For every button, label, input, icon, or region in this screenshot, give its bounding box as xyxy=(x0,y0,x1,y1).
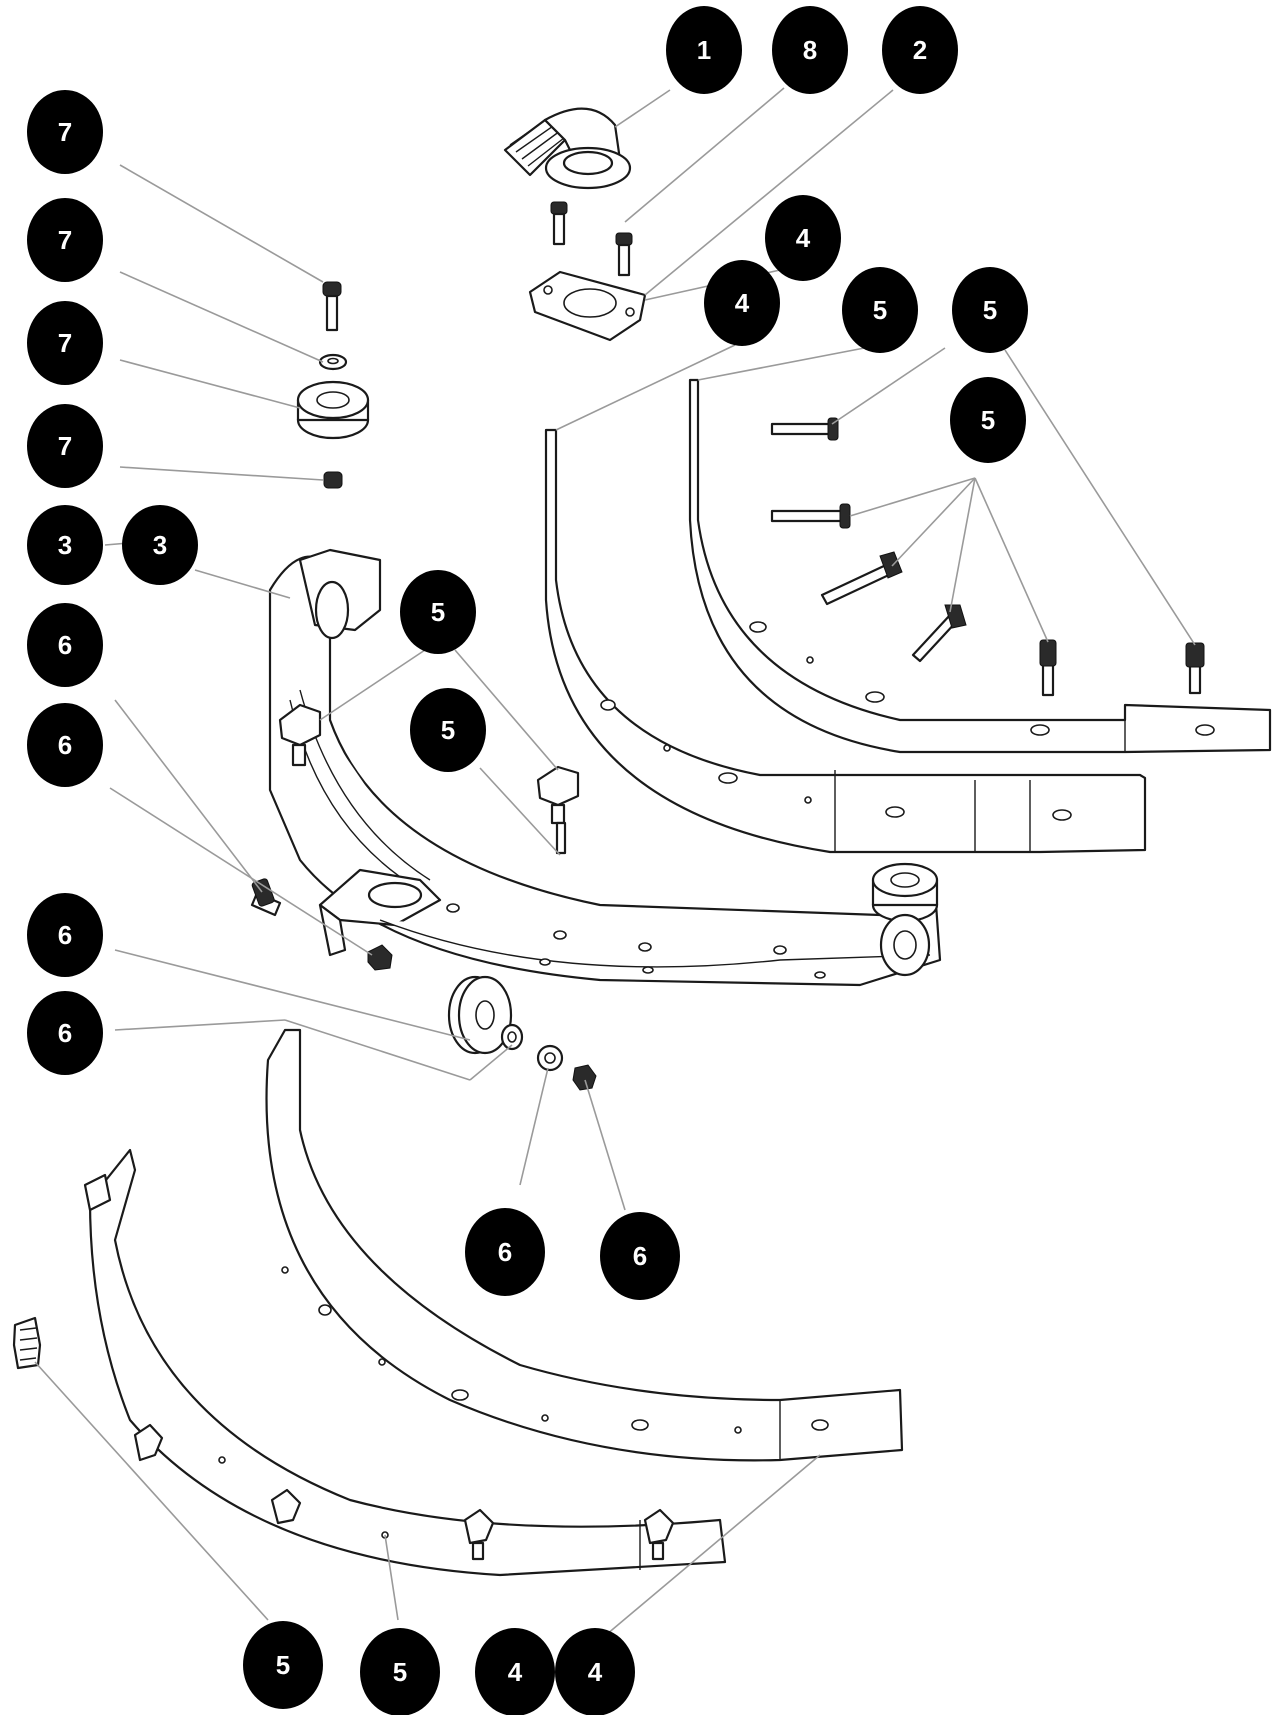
bolt-5-b xyxy=(770,503,851,529)
screw-8-b xyxy=(615,232,633,277)
squeegee-blade-lower-small xyxy=(83,1148,727,1577)
callout-5: 5 xyxy=(842,267,918,353)
svg-text:7: 7 xyxy=(58,431,72,461)
svg-text:6: 6 xyxy=(58,1018,72,1048)
callout-6: 6 xyxy=(600,1212,680,1300)
bolt-5-c xyxy=(820,551,903,606)
squeegee-blade-upper-right xyxy=(688,378,1272,754)
callout-bubbles: 1 8 2 7 7 7 7 4 4 5 5 5 3 3 5 5 6 6 6 6 … xyxy=(27,6,1028,1715)
leader-lines xyxy=(34,87,1196,1641)
svg-text:4: 4 xyxy=(508,1657,523,1687)
callout-6: 6 xyxy=(465,1208,545,1296)
main-frame xyxy=(268,548,942,987)
svg-text:2: 2 xyxy=(913,35,927,65)
bolt-5-a xyxy=(770,417,839,441)
bolt-5-f xyxy=(1185,642,1205,695)
svg-text:5: 5 xyxy=(431,597,445,627)
svg-text:7: 7 xyxy=(58,328,72,358)
callout-6: 6 xyxy=(27,893,103,977)
callout-4: 4 xyxy=(765,195,841,281)
callout-3: 3 xyxy=(122,505,198,585)
svg-text:8: 8 xyxy=(803,35,817,65)
callout-7: 7 xyxy=(27,404,103,488)
stack-7 xyxy=(296,281,370,489)
callout-2: 2 xyxy=(882,6,958,94)
svg-text:6: 6 xyxy=(58,630,72,660)
bolt-5-d xyxy=(911,604,967,663)
svg-text:5: 5 xyxy=(276,1650,290,1680)
callout-5: 5 xyxy=(360,1628,440,1715)
squeegee-blade-upper-middle xyxy=(544,428,1147,854)
callout-4: 4 xyxy=(704,260,780,346)
callout-5: 5 xyxy=(952,267,1028,353)
bolts-5-group xyxy=(770,417,1205,697)
callout-5: 5 xyxy=(400,570,476,654)
svg-text:6: 6 xyxy=(58,920,72,950)
svg-text:5: 5 xyxy=(873,295,887,325)
svg-text:1: 1 xyxy=(697,35,711,65)
svg-text:3: 3 xyxy=(153,530,167,560)
callout-4: 4 xyxy=(475,1628,555,1715)
callout-4: 4 xyxy=(555,1628,635,1715)
svg-text:5: 5 xyxy=(393,1657,407,1687)
svg-text:6: 6 xyxy=(58,730,72,760)
callout-7: 7 xyxy=(27,301,103,385)
callout-7: 7 xyxy=(27,198,103,282)
svg-text:7: 7 xyxy=(58,117,72,147)
svg-text:4: 4 xyxy=(588,1657,603,1687)
screw-8-a xyxy=(550,201,568,246)
parts-drawing xyxy=(12,107,1272,1577)
callout-6: 6 xyxy=(27,991,103,1075)
squeegee-blade-lower xyxy=(265,1028,904,1462)
knob-5-left xyxy=(12,1316,42,1370)
svg-text:6: 6 xyxy=(633,1241,647,1271)
callout-3: 3 xyxy=(27,505,103,585)
hardware-6 xyxy=(250,878,597,1091)
svg-text:5: 5 xyxy=(441,715,455,745)
bolt-5-e xyxy=(1039,639,1057,697)
svg-text:5: 5 xyxy=(981,405,995,435)
svg-text:4: 4 xyxy=(796,223,811,253)
svg-text:7: 7 xyxy=(58,225,72,255)
callout-5: 5 xyxy=(243,1621,323,1709)
svg-text:3: 3 xyxy=(58,530,72,560)
callout-5: 5 xyxy=(950,377,1026,463)
svg-text:5: 5 xyxy=(983,295,997,325)
callout-7: 7 xyxy=(27,90,103,174)
elbow-fitting xyxy=(503,107,632,190)
svg-text:6: 6 xyxy=(498,1237,512,1267)
callout-6: 6 xyxy=(27,703,103,787)
callout-1: 1 xyxy=(666,6,742,94)
gasket-plate xyxy=(528,270,647,342)
svg-text:4: 4 xyxy=(735,288,750,318)
callout-6: 6 xyxy=(27,603,103,687)
callout-8: 8 xyxy=(772,6,848,94)
callout-5: 5 xyxy=(410,688,486,772)
